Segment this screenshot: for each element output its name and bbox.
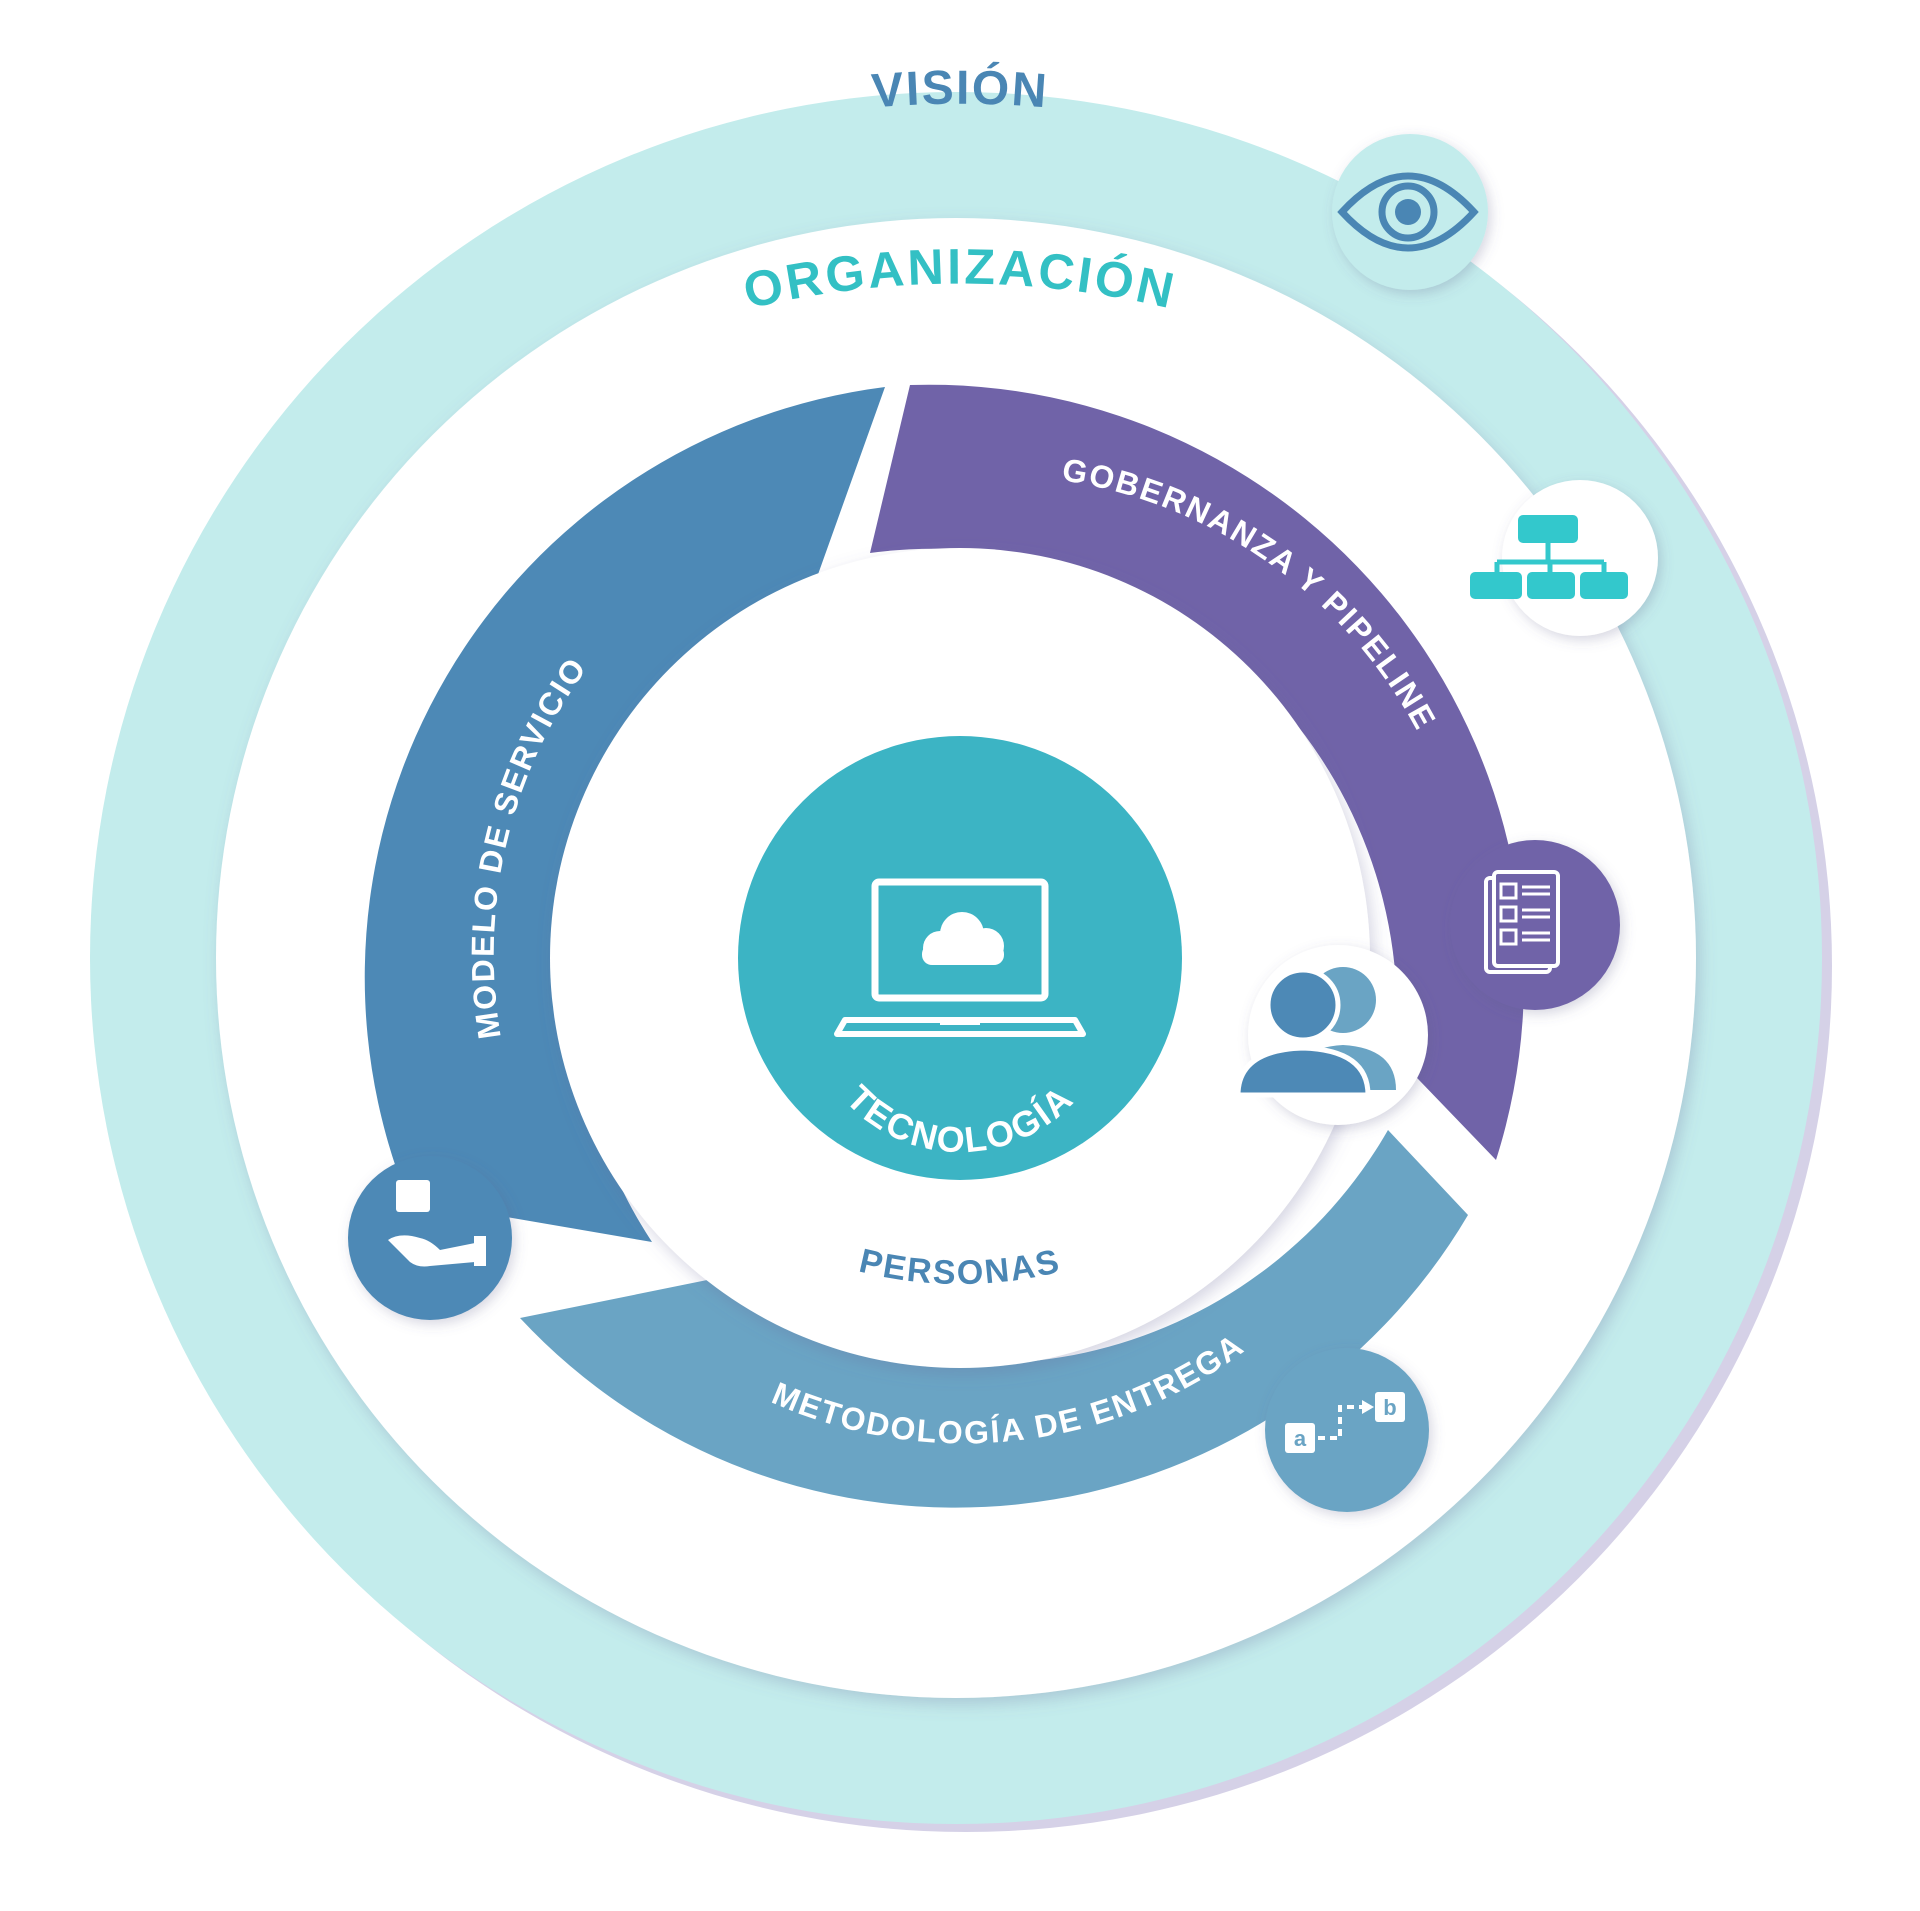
org-chart-icon (1470, 480, 1658, 636)
delivery-methodology-segment (520, 1130, 1468, 1508)
governance-pipeline-segment (870, 384, 1524, 1160)
eye-icon (1332, 134, 1488, 290)
step-a-label: a (1294, 1426, 1307, 1451)
vision-label: VISIÓN (870, 60, 1050, 119)
hand-box-icon (348, 1156, 512, 1320)
step-b-label: b (1383, 1395, 1396, 1420)
service-model-segment (364, 387, 885, 1242)
a-to-b-flow-icon: a b (1265, 1348, 1429, 1512)
users-icon (1235, 945, 1428, 1125)
laptop-cloud-icon (834, 878, 1086, 1037)
checklist-document-icon (1450, 840, 1620, 1010)
